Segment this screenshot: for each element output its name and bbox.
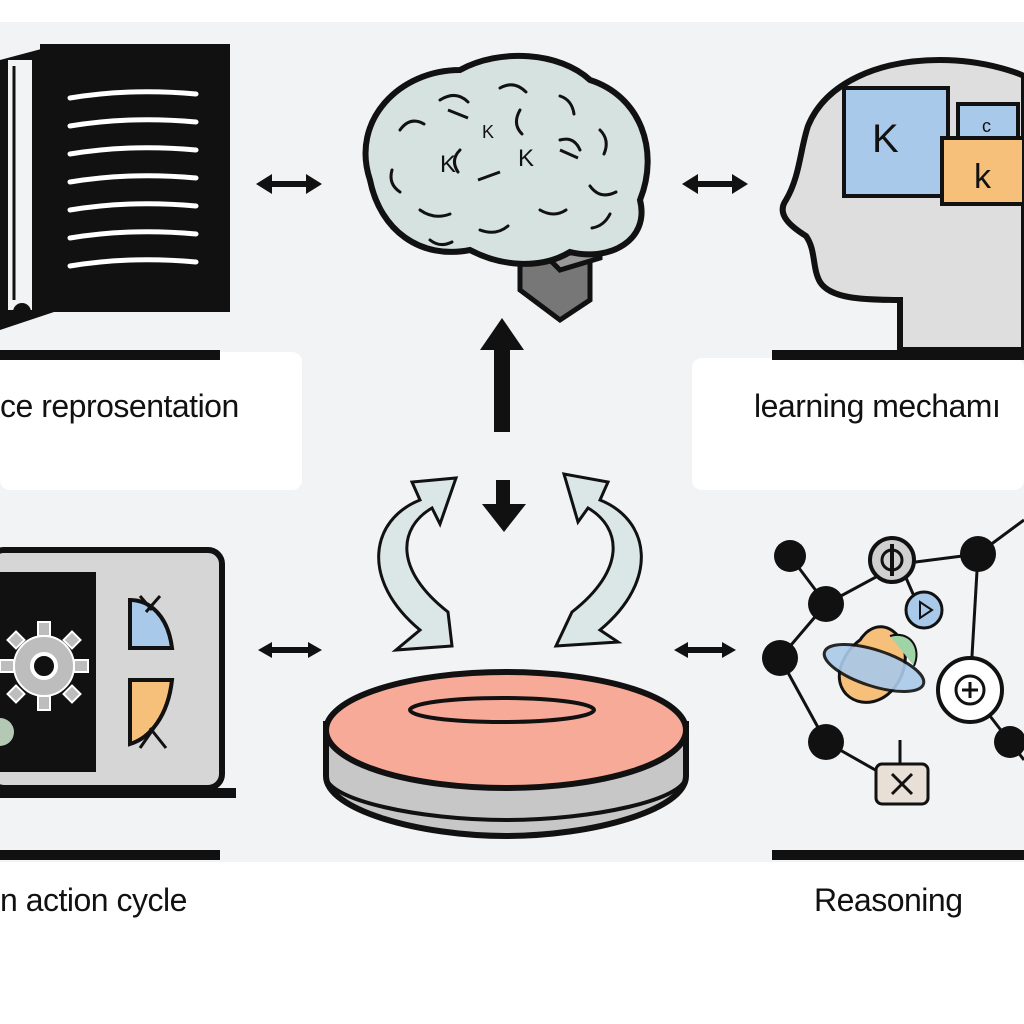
rule-perception-lower: [0, 850, 220, 860]
gear-icon: [0, 621, 89, 711]
caption-perception-action-cycle: n action cycle: [0, 882, 187, 918]
circle-slash-node-icon: [868, 536, 916, 584]
down-arrow-to-disc: [482, 480, 526, 532]
cycle-arrow-right: [553, 472, 643, 648]
play-node-icon: [904, 590, 944, 630]
caption-reasoning: Reasoning: [814, 882, 963, 918]
brain-letter-3: K: [518, 145, 534, 172]
label-card-learning: [692, 358, 1024, 490]
label-card-knowledge: [0, 352, 302, 490]
blue-box-letter: K: [872, 117, 899, 161]
open-book-icon: [0, 44, 230, 330]
brain-icon: K K K: [362, 52, 651, 324]
small-gear-icon: [0, 718, 14, 746]
memory-disc-icon: [323, 669, 689, 840]
rule-reasoning: [772, 850, 1024, 860]
reasoning-network-icon: [762, 518, 1024, 806]
up-arrow-to-brain: [480, 318, 524, 432]
brain-letter-1: K: [440, 151, 456, 178]
brain-letter-2: K: [482, 122, 494, 142]
close-node-icon: [874, 762, 930, 806]
rule-knowledge: [0, 350, 220, 360]
double-arrow-book-brain: [256, 174, 322, 194]
caption-learning-mechanism: learning mechamı: [754, 388, 1001, 424]
rule-perception: [0, 788, 236, 798]
rule-learning: [772, 350, 1024, 360]
double-arrow-computer-disc: [258, 642, 322, 658]
double-arrow-network-disc: [674, 642, 736, 658]
cycle-arrow-left: [377, 476, 459, 652]
knowledge-block-icon: K c k: [842, 86, 1024, 206]
swirl-node-icon: [822, 625, 926, 704]
caption-knowledge-representation: ce reprosentation: [0, 388, 239, 424]
double-arrow-brain-head: [682, 174, 748, 194]
small-box-letter: c: [982, 116, 991, 136]
plus-node-icon: [936, 656, 1004, 724]
orange-box-letter: k: [974, 158, 992, 196]
